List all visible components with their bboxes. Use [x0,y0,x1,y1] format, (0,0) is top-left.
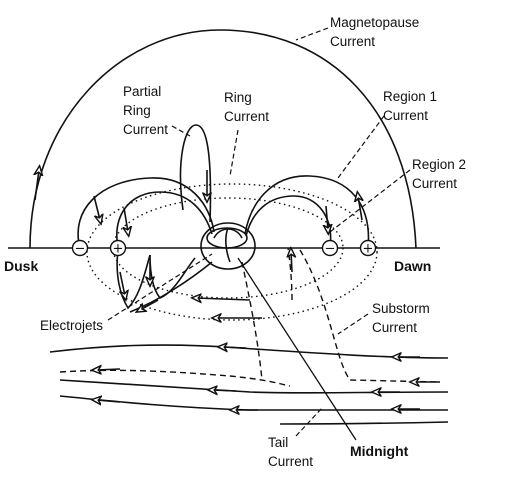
ring-current-flow [196,298,251,300]
charge-plus-dawn: + [359,239,377,257]
label-dawn: Dawn [394,258,431,274]
tail-current-line-1-arrow-b [222,347,247,348]
tail-current-line-2-arrow [96,369,121,370]
svg-text:−: − [325,242,336,257]
label-dusk: Dusk [4,258,38,274]
label-electrojets: Electrojets [40,318,103,333]
partial-ring-current-loop [179,124,212,223]
dusk-sheet-left [116,249,151,310]
svg-text:−: − [75,242,86,257]
dawn-inner-loop-arrow [326,205,328,230]
dawn-outer-loop-arrow [358,196,362,221]
label-magnetopause: Magnetopause Current [330,15,423,49]
label-region2-current: Region 2 Current [412,157,470,191]
svg-text:+: + [363,242,374,257]
dawn-dashed-up-arrow [291,252,292,273]
tail-current-line-4 [59,395,448,411]
tail-current-line-5 [279,421,449,425]
charge-minus-dusk: − [71,239,89,257]
leader-tail [295,407,323,437]
tail-current-line-3-arrow-b [212,390,237,391]
dusk-mid-loop-arrow [124,207,128,232]
dusk-mid-loop [116,191,213,249]
leader-region1 [337,115,385,179]
label-substorm-current: Substorm Current [372,301,434,335]
label-partial-ring-current: Partial Ring Current [123,84,168,137]
leader-electrojets [107,253,213,321]
tail-current-line-4-arrow-c [96,400,121,402]
leader-partial-ring [171,125,191,137]
substorm-current-line [299,249,441,383]
magnetopause-current-line [29,29,417,249]
label-tail-current: Tail Current [268,435,313,469]
tail-current-line-3 [59,379,449,394]
svg-text:+: + [113,242,124,257]
leader-ring [229,129,239,177]
tail-current-line-2-dashed [59,369,291,387]
charge-minus-dawn: − [321,239,339,257]
ring-current-ellipse-inner [112,197,344,299]
electrojet-arrow [140,299,159,310]
label-ring-current: Ring Current [224,90,269,124]
earth-dashed-stem [241,261,263,381]
electrojet-line [129,261,213,313]
dawn-outer-loop [244,175,370,249]
label-midnight: Midnight [350,443,409,459]
leader-substorm [337,313,369,335]
dusk-outer-loop [77,177,215,249]
label-region1-current: Region 1 Current [383,89,441,123]
dusk-sheet-left-arrow [120,271,125,296]
midnight-meridian-line [237,257,357,441]
dawn-inner-loop [245,195,332,249]
magnetopause-arrow [35,170,39,201]
earth-globe [200,222,256,270]
dawn-dashed-up [287,247,293,301]
earth-meridian [225,227,231,263]
leader-magnetopause [295,27,329,41]
tail-current-line-1 [49,344,449,359]
leader-region2 [329,169,411,233]
charge-plus-dusk: + [109,239,127,257]
dusk-outer-loop-arrow [93,195,100,220]
